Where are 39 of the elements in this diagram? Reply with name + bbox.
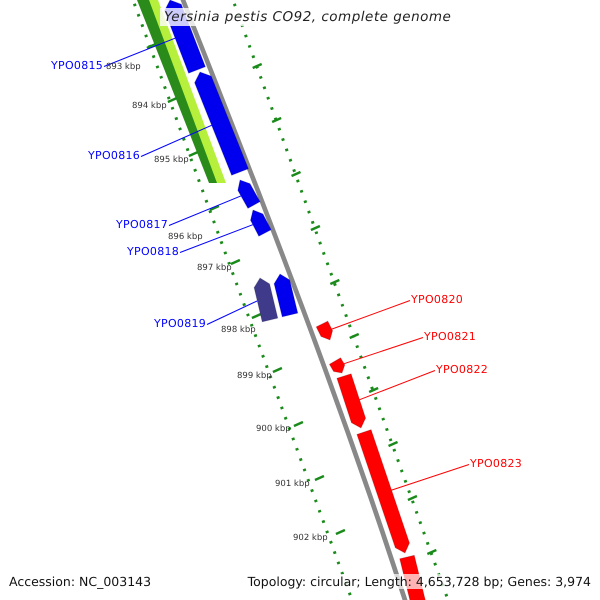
tick-label: 893 kbp: [106, 62, 141, 72]
gene-block: [274, 273, 298, 318]
gene-block: [356, 428, 410, 554]
accession-text: Accession: NC_003143: [9, 574, 152, 589]
gene-label: YPO0815: [51, 59, 104, 72]
leader-line: [168, 195, 242, 226]
tick-label: 902 kbp: [293, 533, 328, 543]
leader-line: [180, 224, 254, 253]
gene-block: [316, 320, 334, 341]
tick-label: 896 kbp: [168, 232, 203, 242]
tick-label: 898 kbp: [221, 325, 256, 335]
tick-label: 894 kbp: [132, 101, 167, 111]
gene-block: [254, 277, 278, 322]
leader-line: [344, 337, 424, 364]
gene-block: [250, 209, 272, 237]
gene-label: YPO0823: [470, 457, 522, 470]
leader-line: [391, 464, 470, 491]
tick-label: 900 kbp: [256, 424, 291, 434]
gene-block: [194, 71, 250, 176]
gene-label: YPO0821: [424, 330, 476, 343]
tick-label: 899 kbp: [237, 371, 272, 381]
gene-label: YPO0820: [411, 293, 464, 306]
gene-block: [328, 357, 346, 374]
gene-label: YPO0822: [436, 363, 488, 376]
genome-info-text: Topology: circular; Length: 4,653,728 bp; Genes: 3,974: [248, 574, 591, 589]
gene-label: YPO0817: [116, 218, 168, 231]
gene-label: YPO0816: [88, 149, 140, 162]
leader-line: [331, 300, 410, 330]
leader-line: [359, 370, 436, 400]
gene-block: [237, 179, 261, 210]
tick-label: 901 kbp: [275, 479, 310, 489]
leader-line: [104, 38, 176, 67]
gene-block: [336, 373, 366, 429]
gene-label: YPO0819: [154, 317, 206, 330]
leader-line: [140, 124, 212, 157]
gene-label: YPO0818: [127, 245, 180, 258]
tick-label: 895 kbp: [154, 155, 189, 165]
tick-label: 897 kbp: [197, 263, 232, 273]
leader-line: [206, 300, 258, 325]
